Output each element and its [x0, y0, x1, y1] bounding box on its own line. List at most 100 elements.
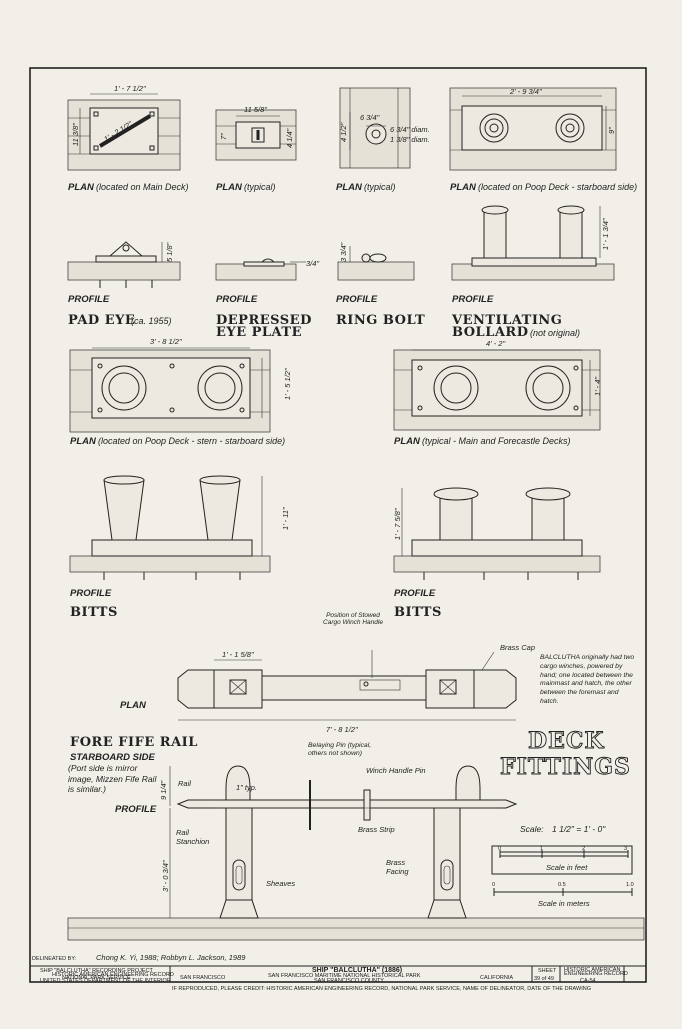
bitts-stern-dim-length: 3' - 8 1/2" [150, 337, 182, 346]
tb-ship: SHIP "BALCLUTHA" (1886) [312, 967, 402, 974]
ring-bolt-plan-label: PLAN [336, 182, 363, 193]
pad-eye-title: PAD EYE [68, 313, 135, 328]
rail-stanchion-label: Rail Stanchion [176, 828, 209, 846]
ring-bolt-dim-dia2: 1 3/8" diam. [390, 135, 430, 144]
bitts-main-plan [393, 349, 601, 431]
ring-bolt-profile [337, 246, 415, 281]
fife-rail-profile-label: PROFILE [115, 804, 157, 815]
fife-rail-plan [177, 650, 517, 721]
fife-rail-profile [67, 765, 645, 941]
tb-record-label-2: ENGINEERING RECORD [564, 971, 628, 977]
pad-eye-plan [67, 93, 181, 171]
bitts-stern-dim-height: 1' - 11" [281, 507, 290, 530]
ring-bolt-plan-note: (typical) [364, 182, 396, 192]
bitts-stern-profile-label: PROFILE [70, 588, 112, 599]
pad-eye-profile-label: PROFILE [68, 294, 110, 305]
fife-rail-dim-rail: 9 1/4" [159, 780, 168, 800]
eye-plate-profile [215, 258, 306, 281]
bollard-profile-label: PROFILE [452, 294, 494, 305]
bollard-title-note: (not original) [530, 328, 580, 338]
winch-history-note: BALCLUTHA originally had two cargo winch… [540, 654, 634, 705]
scale-meter-tick-0: 0 [492, 882, 495, 888]
ring-bolt-dim-left: 4 1/2" [339, 122, 348, 142]
tb-sheet-no: 39 of 49 [534, 976, 554, 982]
ring-bolt-title: RING BOLT [336, 313, 425, 328]
bitts-stern-profile [69, 475, 271, 580]
bollard-plan-label: PLAN [450, 182, 477, 193]
delineated-prefix: DELINEATED BY: [32, 956, 77, 962]
eye-plate-plan [215, 109, 297, 161]
bitts-stern-plan-note: (located on Poop Deck - stern - starboar… [98, 436, 285, 446]
rail-label: Rail [178, 779, 191, 788]
scale-bar-feet [491, 845, 633, 875]
ring-bolt-dim-dia1: 6 3/4" diam. [390, 125, 430, 134]
bollard-plan [449, 87, 617, 171]
pad-eye-dim-length: 1' - 7 1/2" [114, 84, 146, 93]
scale-bar-meters [493, 888, 633, 896]
bitts-main-profile-label: PROFILE [394, 588, 436, 599]
bitts-main-dim-width: 1' - 4" [593, 377, 602, 396]
sheaves-label: Sheaves [266, 879, 295, 888]
scale-value: 1 1/2" = 1' - 0" [552, 824, 606, 834]
ring-bolt-profile-label: PROFILE [336, 294, 378, 305]
tb-park: SAN FRANCISCO MARITIME NATIONAL HISTORIC… [268, 973, 421, 979]
bitts-main-title: BITTS [394, 605, 442, 620]
tb-record-no: CA-54 [580, 978, 596, 984]
fife-rail-dim-length: 7' - 8 1/2" [326, 725, 358, 734]
tb-project: SHIP "BALCLUTHA" RECORDING PROJECT [40, 968, 154, 974]
brass-cap-label: Brass Cap [500, 643, 535, 652]
bitts-stern-plan-label: PLAN [70, 436, 97, 447]
pad-eye-plan-note: (located on Main Deck) [96, 182, 189, 192]
brass-strip-label: Brass Strip [358, 825, 395, 834]
eye-plate-title-1: DEPRESSED [216, 313, 312, 328]
belaying-pin-note: Belaying Pin (typical, others not shown) [308, 742, 371, 757]
bitts-main-plan-note: (typical - Main and Forecastle Decks) [422, 436, 571, 446]
bitts-main-plan-label: PLAN [394, 436, 421, 447]
bollard-title-1: VENTILATING [451, 313, 562, 328]
scale-feet-tick-3: 3 [624, 846, 627, 852]
eye-plate-profile-label: PROFILE [216, 294, 258, 305]
pad-eye-dim-height: 5 1/8" [165, 242, 174, 262]
pad-eye-title-note: (ca. 1955) [131, 316, 172, 326]
scale-feet-tick-1: 1 [540, 846, 543, 852]
tb-record-label-1: HISTORIC AMERICAN [564, 967, 620, 973]
scale-feet-tick-0: 0 [498, 846, 501, 852]
deck-title-2: FITTINGS [500, 754, 631, 780]
scale-feet-label: Scale in feet [546, 863, 588, 872]
bollard-dim-height: 1' - 1 3/4" [601, 218, 610, 250]
scale-feet-tick-2: 2 [582, 846, 585, 852]
pad-eye-dim-width: 11 3/8" [71, 123, 80, 146]
fife-rail-side: STARBOARD SIDE [70, 752, 155, 763]
eye-plate-dim-length: 11 5/8" [244, 105, 267, 114]
eye-plate-dim-left: 7" [219, 133, 228, 140]
eye-plate-dim-right: 4 1/4" [285, 128, 294, 148]
delineated-names: Chong K. Yi, 1988; Robbyn L. Jackson, 19… [96, 953, 246, 962]
pad-eye-plan-label: PLAN [68, 182, 95, 193]
tb-agency-3: UNITED STATES DEPARTMENT OF THE INTERIOR [40, 978, 171, 984]
ring-bolt-dim-height: 3 3/4" [339, 242, 348, 262]
scale-meter-label: Scale in meters [538, 899, 590, 908]
tb-footer: IF REPRODUCED, PLEASE CREDIT: HISTORIC A… [172, 986, 591, 992]
eye-plate-plan-note: (typical) [244, 182, 276, 192]
scale-label: Scale: [520, 824, 544, 834]
ring-bolt-plan [339, 87, 411, 169]
fife-rail-title: FORE FIFE RAIL [70, 735, 198, 750]
bitts-main-dim-height: 1' - 7 5/8" [393, 508, 402, 540]
fife-rail-dim-block: 1' - 1 5/8" [222, 650, 254, 659]
fife-rail-side-note: (Port side is mirror image, Mizzen Fife … [68, 763, 156, 794]
stowed-handle-note: Position of Stowed Cargo Winch Handle [323, 612, 383, 626]
tb-county: SAN FRANCISCO COUNTY [314, 978, 384, 984]
scale-meter-tick-1: 0.5 [558, 882, 566, 888]
bitts-stern-dim-width: 1' - 5 1/2" [283, 368, 292, 400]
deck-title-1: DECK [528, 728, 604, 754]
tb-city: SAN FRANCISCO [180, 975, 226, 981]
eye-plate-dim-depth: 3/4" [306, 259, 319, 268]
fife-rail-dim-typ: 1" typ. [236, 783, 257, 792]
pad-eye-profile [67, 241, 181, 288]
bitts-main-dim-length: 4' - 2" [486, 339, 505, 348]
bitts-main-profile [393, 487, 601, 580]
bitts-stern-plan [69, 347, 271, 433]
fife-rail-dim-height: 3' - 0 3/4" [161, 860, 170, 892]
